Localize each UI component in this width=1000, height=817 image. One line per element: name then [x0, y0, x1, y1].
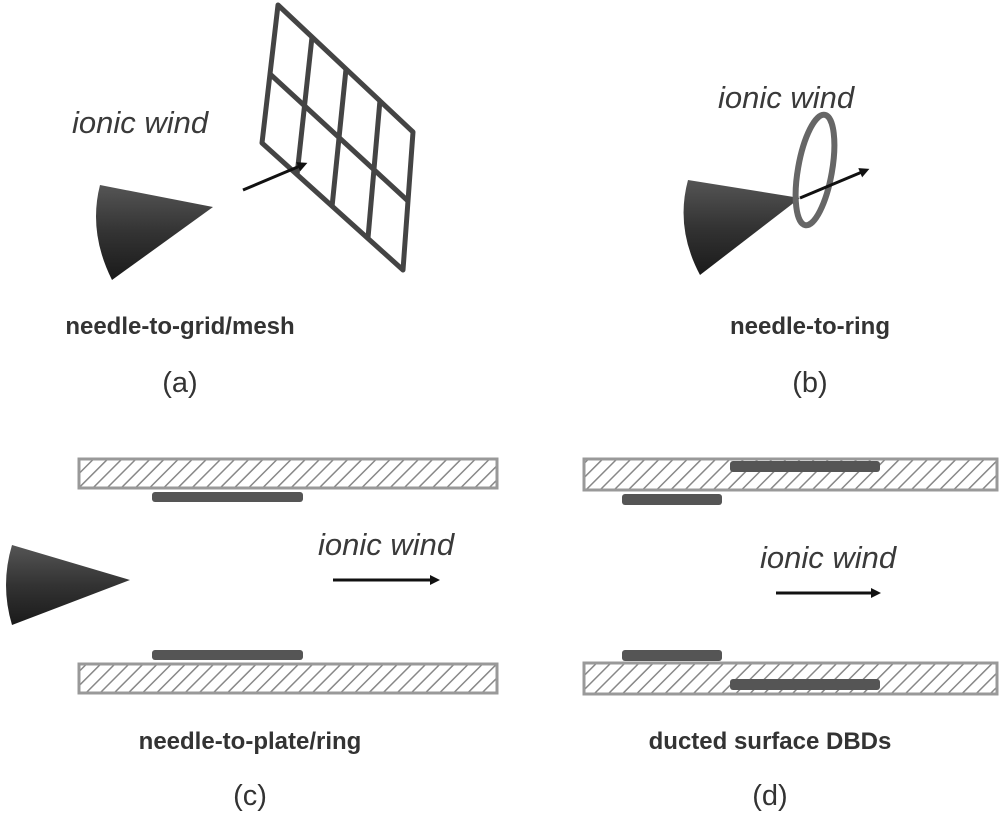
panel-title: needle-to-ring [730, 313, 890, 340]
panel-tag: (c) [233, 780, 267, 812]
panel-tag: (a) [162, 367, 197, 399]
panel-b: ionic wind needle-to-ring (b) [683, 80, 890, 399]
embedded-electrode-bottom [730, 679, 880, 690]
needle-icon [96, 185, 213, 280]
panel-tag: (d) [752, 780, 787, 812]
panel-c: ionic wind needle-to-plate/ring (c) [6, 457, 499, 812]
electrode-bottom [152, 650, 303, 660]
panel-a: ionic wind needle-to-grid/mesh (a) [65, 2, 416, 399]
panel-d: ionic wind ducted surface DBDs (d) [582, 457, 999, 812]
ring-electrode [792, 111, 838, 229]
panel-title: ducted surface DBDs [649, 728, 892, 755]
panel-title: needle-to-grid/mesh [65, 313, 294, 340]
ionic-wind-label: ionic wind [718, 80, 856, 115]
electrode-top [152, 492, 303, 502]
ionic-wind-label: ionic wind [318, 527, 456, 562]
grid-mesh-electrode [259, 2, 416, 273]
exposed-electrode-bottom [622, 650, 722, 661]
ionic-wind-arrow [799, 168, 870, 200]
needle-icon [683, 180, 800, 275]
needle-icon [6, 545, 130, 625]
embedded-electrode-top [730, 461, 880, 472]
ionic-wind-label: ionic wind [72, 105, 210, 140]
dielectric-plate-bottom [77, 662, 499, 695]
ionic-wind-label: ionic wind [760, 540, 898, 575]
dielectric-plate-top [77, 457, 499, 490]
ionic-wind-arrow [242, 162, 308, 192]
panel-title: needle-to-plate/ring [139, 728, 362, 755]
panel-tag: (b) [792, 367, 827, 399]
exposed-electrode-top [622, 494, 722, 505]
